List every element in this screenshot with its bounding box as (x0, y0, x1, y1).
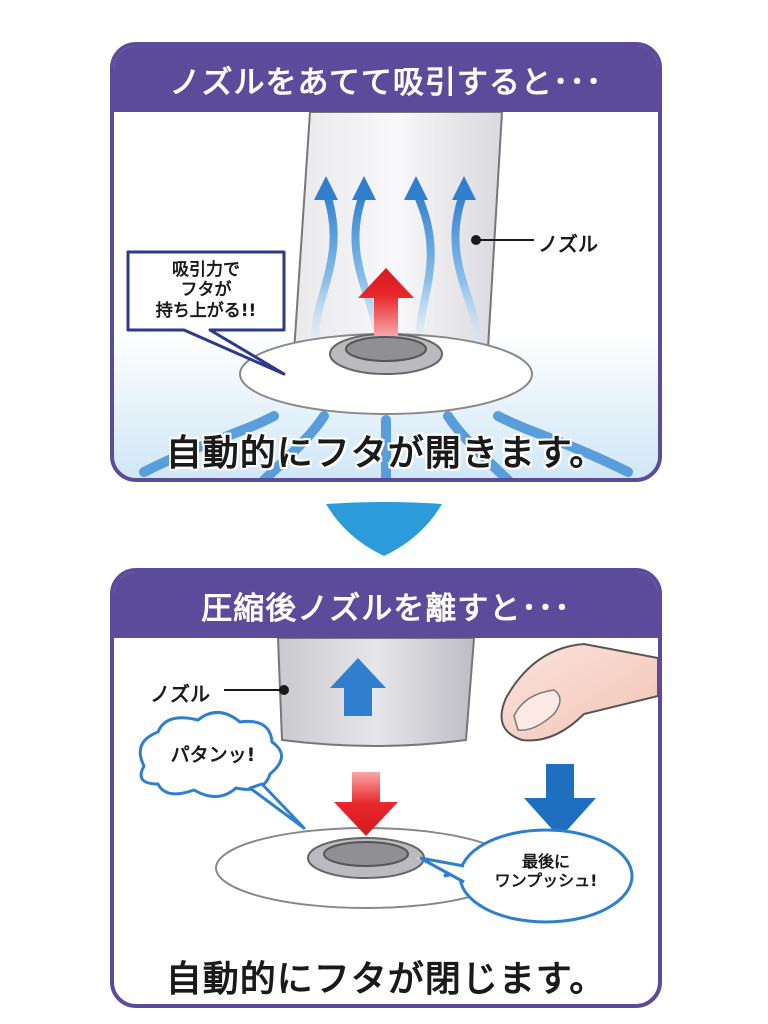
top-caption: 自動的にフタが開きます。 (165, 433, 607, 474)
push-callout: 最後に ワンプッシュ! (466, 852, 626, 890)
nozzle-label: ノズル (538, 232, 598, 256)
callout-line-2: フタが (180, 280, 232, 301)
suction-callout: 吸引力で フタが 持ち上がる!! (128, 260, 284, 321)
bottom-panel-title: 圧縮後ノズルを離すと･･･ (114, 572, 658, 638)
release-illustration (138, 638, 658, 924)
down-arrow-icon (326, 502, 442, 556)
top-scene: 吸引力で フタが 持ち上がる!! ノズル 自動的にフタが開きます。 (114, 112, 658, 478)
suction-illustration (114, 112, 658, 478)
callout-line-3: 持ち上がる!! (155, 300, 257, 321)
sound-effect-text: パタンッ! (170, 744, 256, 766)
bottom-panel: 圧縮後ノズルを離すと･･･ (110, 568, 662, 1008)
callout-line-1: 吸引力で (172, 260, 240, 280)
push-line-2: ワンプッシュ! (494, 871, 598, 891)
push-line-1: 最後に (521, 852, 570, 871)
bottom-caption: 自動的にフタが閉じます。 (165, 959, 607, 1000)
bottom-nozzle-label: ノズル (150, 682, 210, 706)
top-panel-title: ノズルをあてて吸引すると･･･ (114, 46, 658, 112)
bottom-scene: ノズル パタンッ! 最後に ワンプッシュ! 自動的にフタが閉じます。 (114, 638, 658, 1004)
top-panel: ノズルをあてて吸引すると･･･ (110, 42, 662, 482)
